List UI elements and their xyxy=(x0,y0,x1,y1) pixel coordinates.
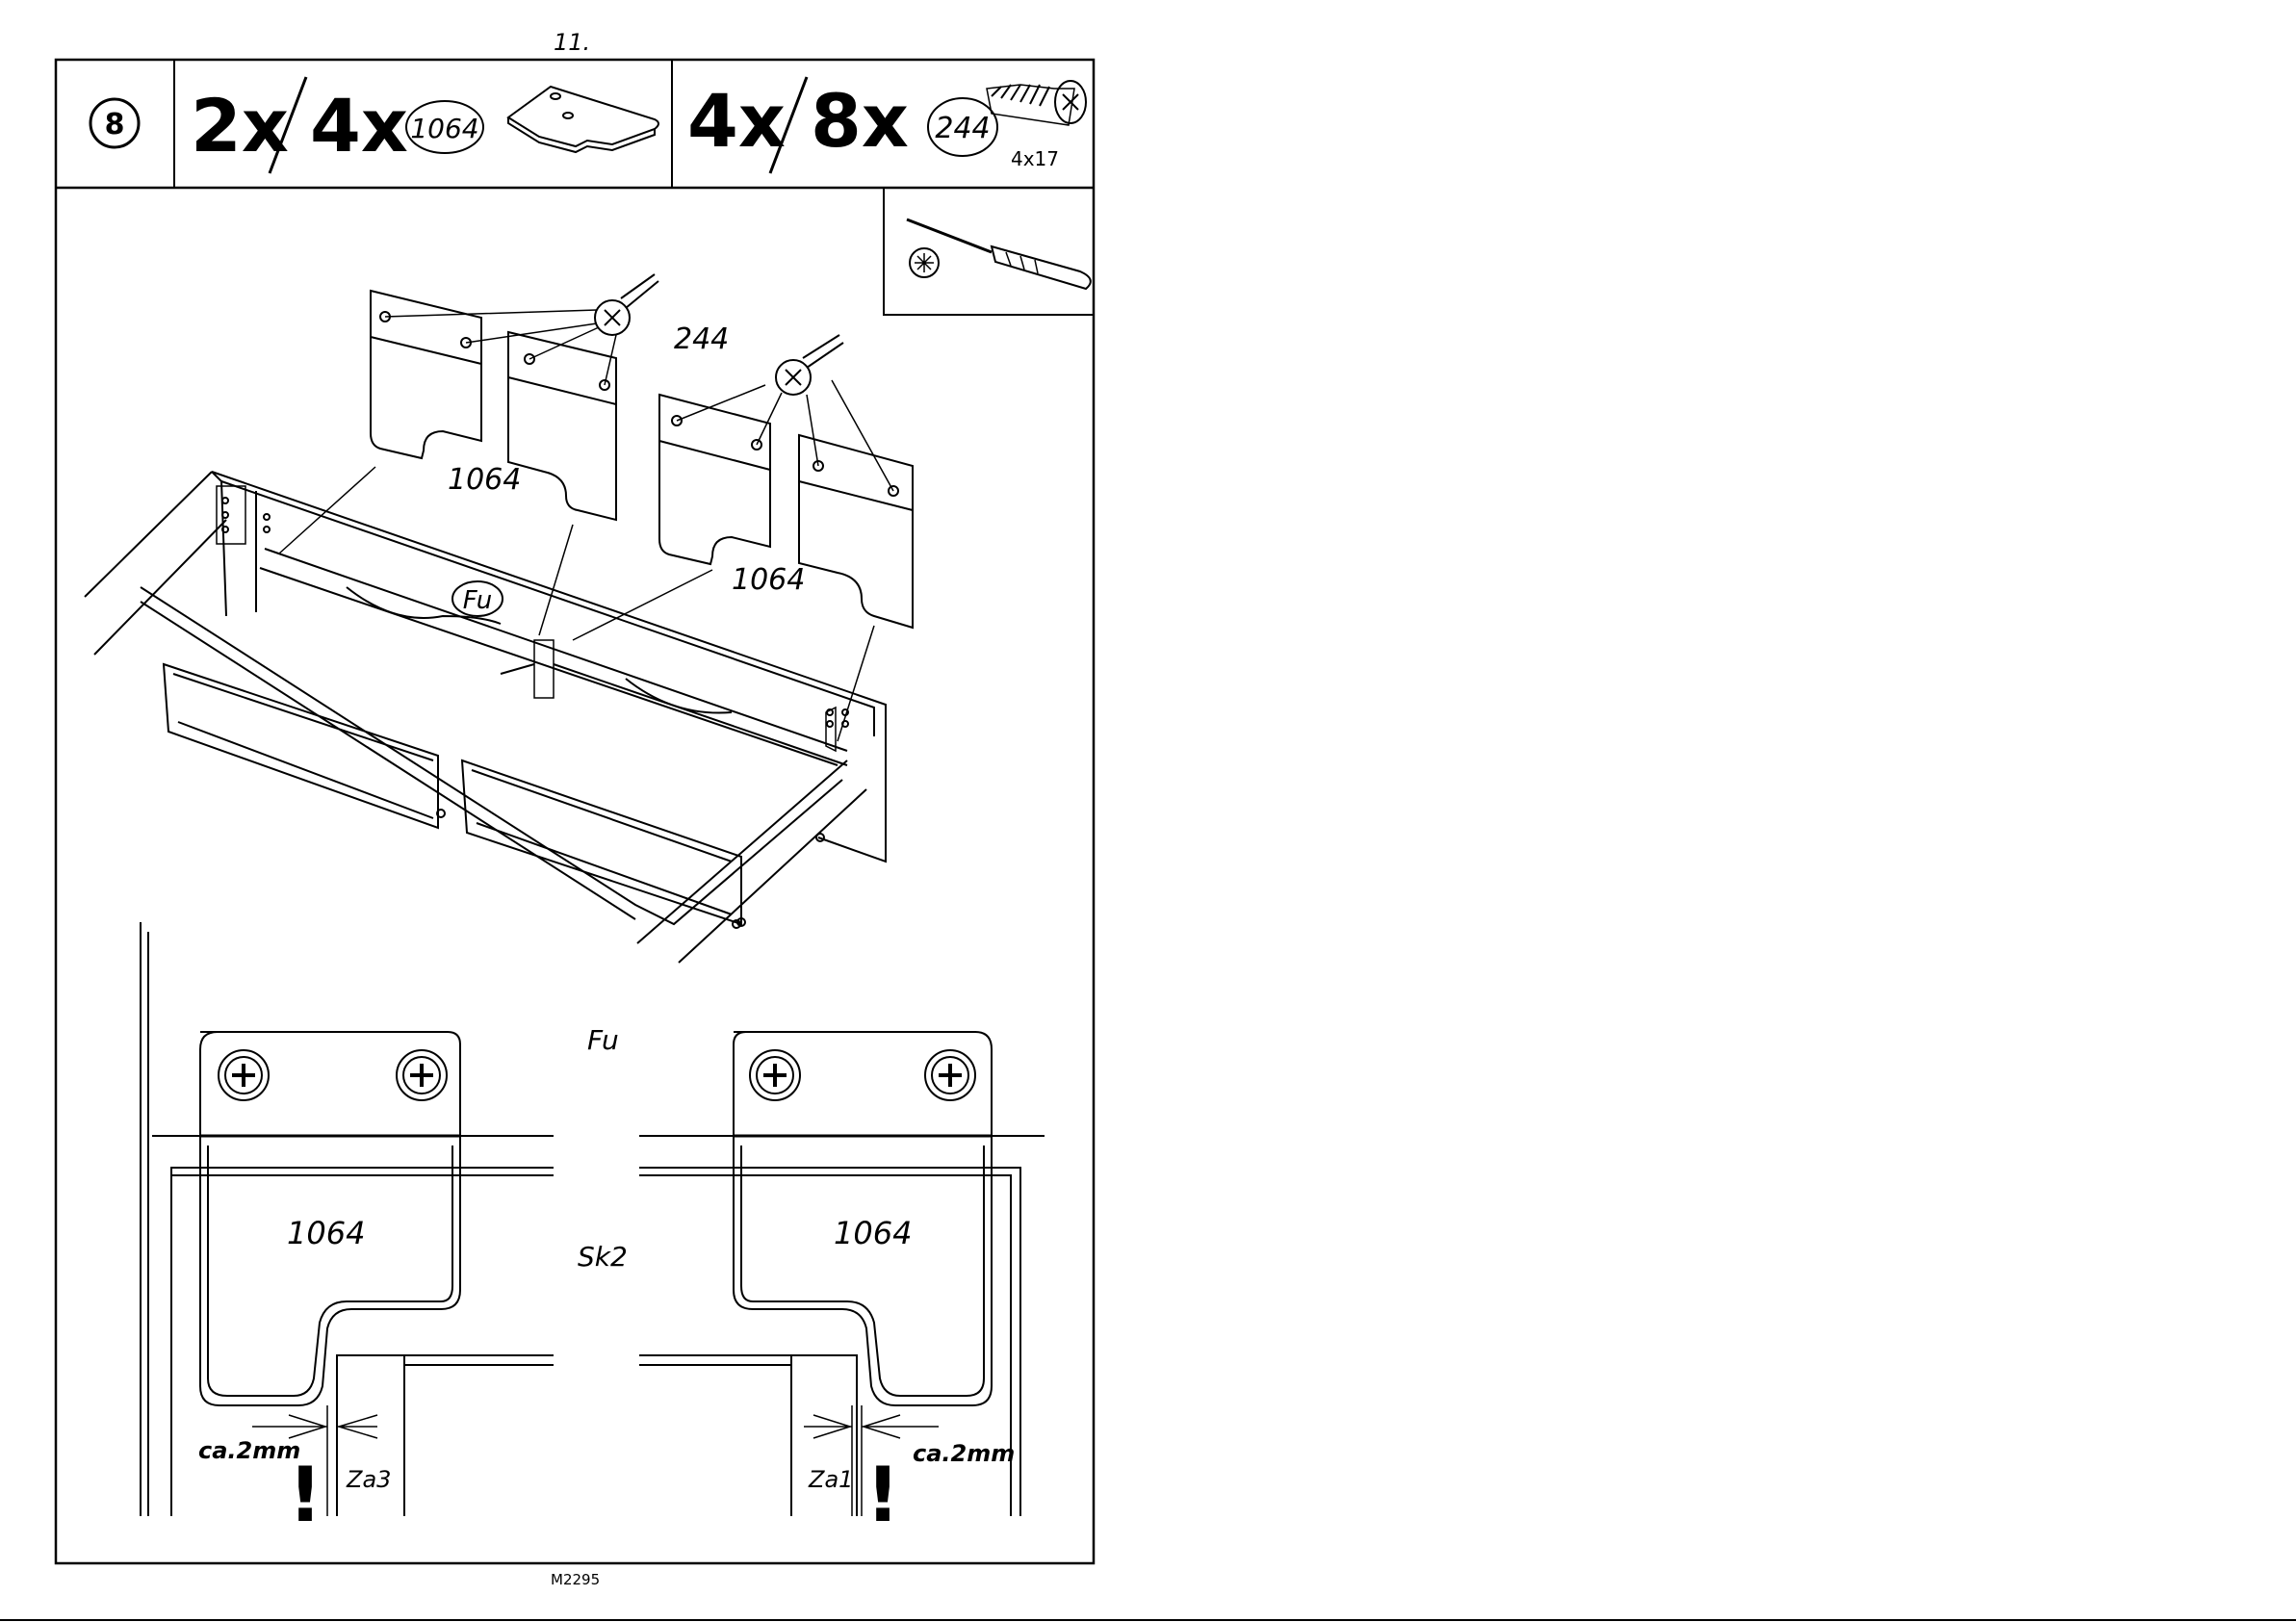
left-part-label: Za3 xyxy=(346,1466,391,1493)
exploded-view: 244 1064 1064 Fu xyxy=(85,274,913,963)
part-b-qty-8: 8x xyxy=(811,78,909,164)
screw-icon xyxy=(776,335,843,395)
right-gap-label: ca.2mm xyxy=(913,1440,1015,1467)
step-number: 8 xyxy=(105,108,125,142)
bracket-plate-icon xyxy=(508,87,658,152)
part-b-number: 244 xyxy=(935,112,990,145)
bracket-plate xyxy=(508,332,616,520)
right-bracket-label: 1064 xyxy=(834,1215,912,1251)
part-a-qty-4: 4x xyxy=(310,83,408,168)
screw-head-icon xyxy=(750,1050,800,1100)
warning-icon: ! xyxy=(865,1453,900,1539)
page-frame xyxy=(56,60,1094,1563)
part-a-number: 1064 xyxy=(410,113,478,144)
left-gap-label: ca.2mm xyxy=(198,1437,300,1464)
detail-view: Fu Sk2 1064 1064 ca.2mm ca.2mm Za3 Za1 !… xyxy=(141,922,1045,1539)
screw-label: 244 xyxy=(674,322,729,356)
screw-icon xyxy=(595,274,658,335)
detail-mid-label: Sk2 xyxy=(578,1241,628,1273)
screw-head-icon xyxy=(925,1050,975,1100)
screw-size: 4x17 xyxy=(1011,147,1059,170)
bracket-label: 1064 xyxy=(732,563,805,597)
part-b-qty-4: 4x xyxy=(687,78,786,164)
detail-top-label: Fu xyxy=(587,1024,619,1056)
screw-head-icon xyxy=(219,1050,269,1100)
phillips-screwdriver-icon xyxy=(907,219,1091,289)
bracket-label: 1064 xyxy=(448,463,521,497)
screw-head-icon xyxy=(397,1050,447,1100)
right-part-label: Za1 xyxy=(808,1466,853,1493)
screw-icon xyxy=(987,81,1086,125)
step-badge: 8 xyxy=(90,99,139,147)
left-bracket-label: 1064 xyxy=(287,1215,365,1251)
part-a-qty-2: 2x xyxy=(191,83,289,168)
warning-icon: ! xyxy=(288,1453,322,1539)
bracket-plate xyxy=(799,435,913,628)
panel-label: Fu xyxy=(463,586,492,615)
bracket-plate xyxy=(659,395,770,564)
